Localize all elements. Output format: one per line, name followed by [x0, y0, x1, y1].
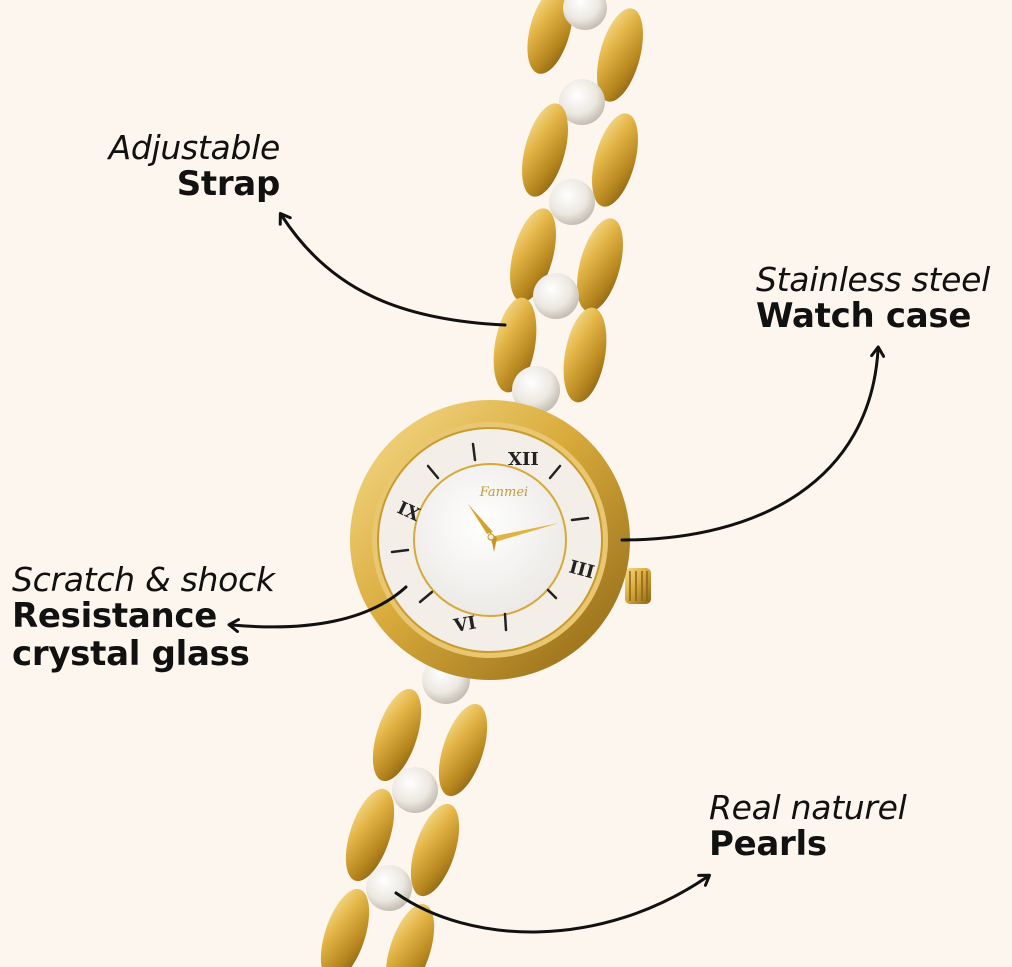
pearls-arrow [394, 873, 711, 934]
watch-crown [625, 568, 651, 604]
pearls-label: Real naturel Pearls [709, 788, 949, 865]
glass-arrow [227, 585, 408, 634]
glass-label: Scratch & shock Resistance crystal glass [12, 560, 312, 674]
svg-text:VI: VI [451, 612, 478, 637]
watch-case-arrow [620, 345, 886, 542]
watch-hands [468, 504, 559, 552]
lower-strap [320, 656, 488, 967]
glass-label-bold-1: Resistance [12, 596, 217, 637]
roman-numerals: XII III VI IX [394, 449, 597, 637]
svg-text:XII: XII [508, 449, 539, 470]
strap-label-bold: Strap [176, 164, 281, 205]
watch-case-label-bold: Watch case [756, 296, 972, 337]
hour-markers [390, 442, 590, 632]
pearls-label-italic: Real naturel [709, 788, 907, 827]
strap-label: Adjustable Strap [60, 128, 281, 205]
watch-case-label-italic: Stainless steel [756, 260, 990, 299]
watch-case-label: Stainless steel Watch case [756, 260, 1012, 337]
strap-label-italic: Adjustable [108, 128, 281, 167]
upper-strap [493, 0, 643, 414]
pearls-label-bold: Pearls [709, 824, 827, 865]
callout-arrows [227, 211, 886, 934]
strap-arrow [278, 211, 507, 327]
glass-label-bold-2: crystal glass [12, 633, 250, 674]
glass-label-italic: Scratch & shock [12, 560, 275, 599]
brand-logo: Fanmei [479, 485, 528, 500]
watch-case: XII III VI IX Fanmei [350, 400, 630, 680]
